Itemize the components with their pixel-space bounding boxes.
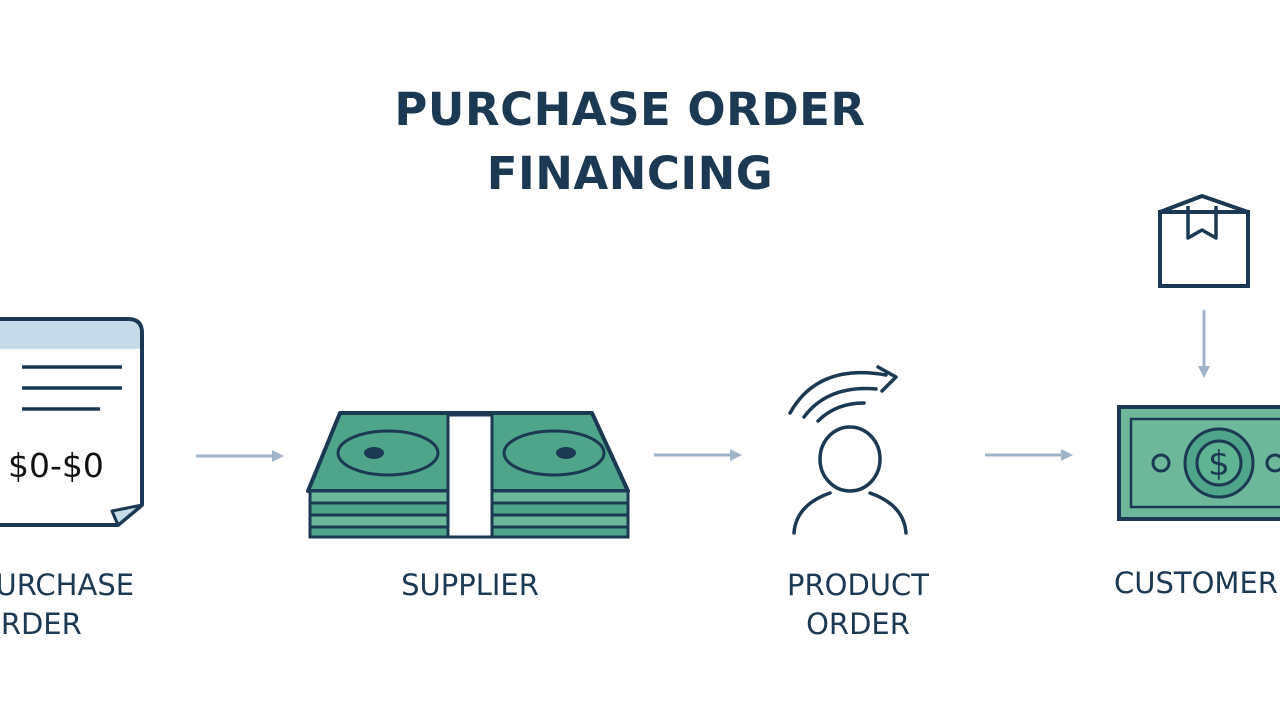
step-label-supplier: SUPPLIER <box>370 566 570 605</box>
step-1-label-line-1: PURCHASE <box>0 568 135 602</box>
step-label-customer: CUSTOMER <box>1114 564 1280 603</box>
arrow-2 <box>654 449 742 461</box>
dollar-sign-glyph: $ <box>1208 444 1230 484</box>
cash-stack-icon <box>306 411 630 539</box>
step-4-label-line-1: CUSTOMER <box>1114 566 1278 600</box>
arrow-down <box>1198 310 1210 378</box>
document-icon: $0-$0 <box>0 317 144 527</box>
arrow-1 <box>196 450 284 462</box>
title-line-2: FINANCING <box>486 147 774 200</box>
dollar-bill-icon: $ <box>1117 405 1280 521</box>
step-3-label-line-1: PRODUCT <box>787 568 929 602</box>
title-line-1: PURCHASE ORDER <box>394 83 866 136</box>
package-icon <box>1158 194 1250 288</box>
arrow-3 <box>985 449 1073 461</box>
step-label-purchase-order: PURCHASE ORDER <box>0 566 168 644</box>
step-1-label-line-2: ORDER <box>0 607 82 641</box>
person-icon <box>788 365 908 535</box>
diagram-title: PURCHASE ORDER FINANCING <box>0 78 1260 206</box>
document-amount: $0-$0 <box>8 446 104 485</box>
step-3-label-line-2: ORDER <box>806 607 910 641</box>
step-2-label-line-1: SUPPLIER <box>401 568 539 602</box>
step-label-product-order: PRODUCT ORDER <box>758 566 958 644</box>
